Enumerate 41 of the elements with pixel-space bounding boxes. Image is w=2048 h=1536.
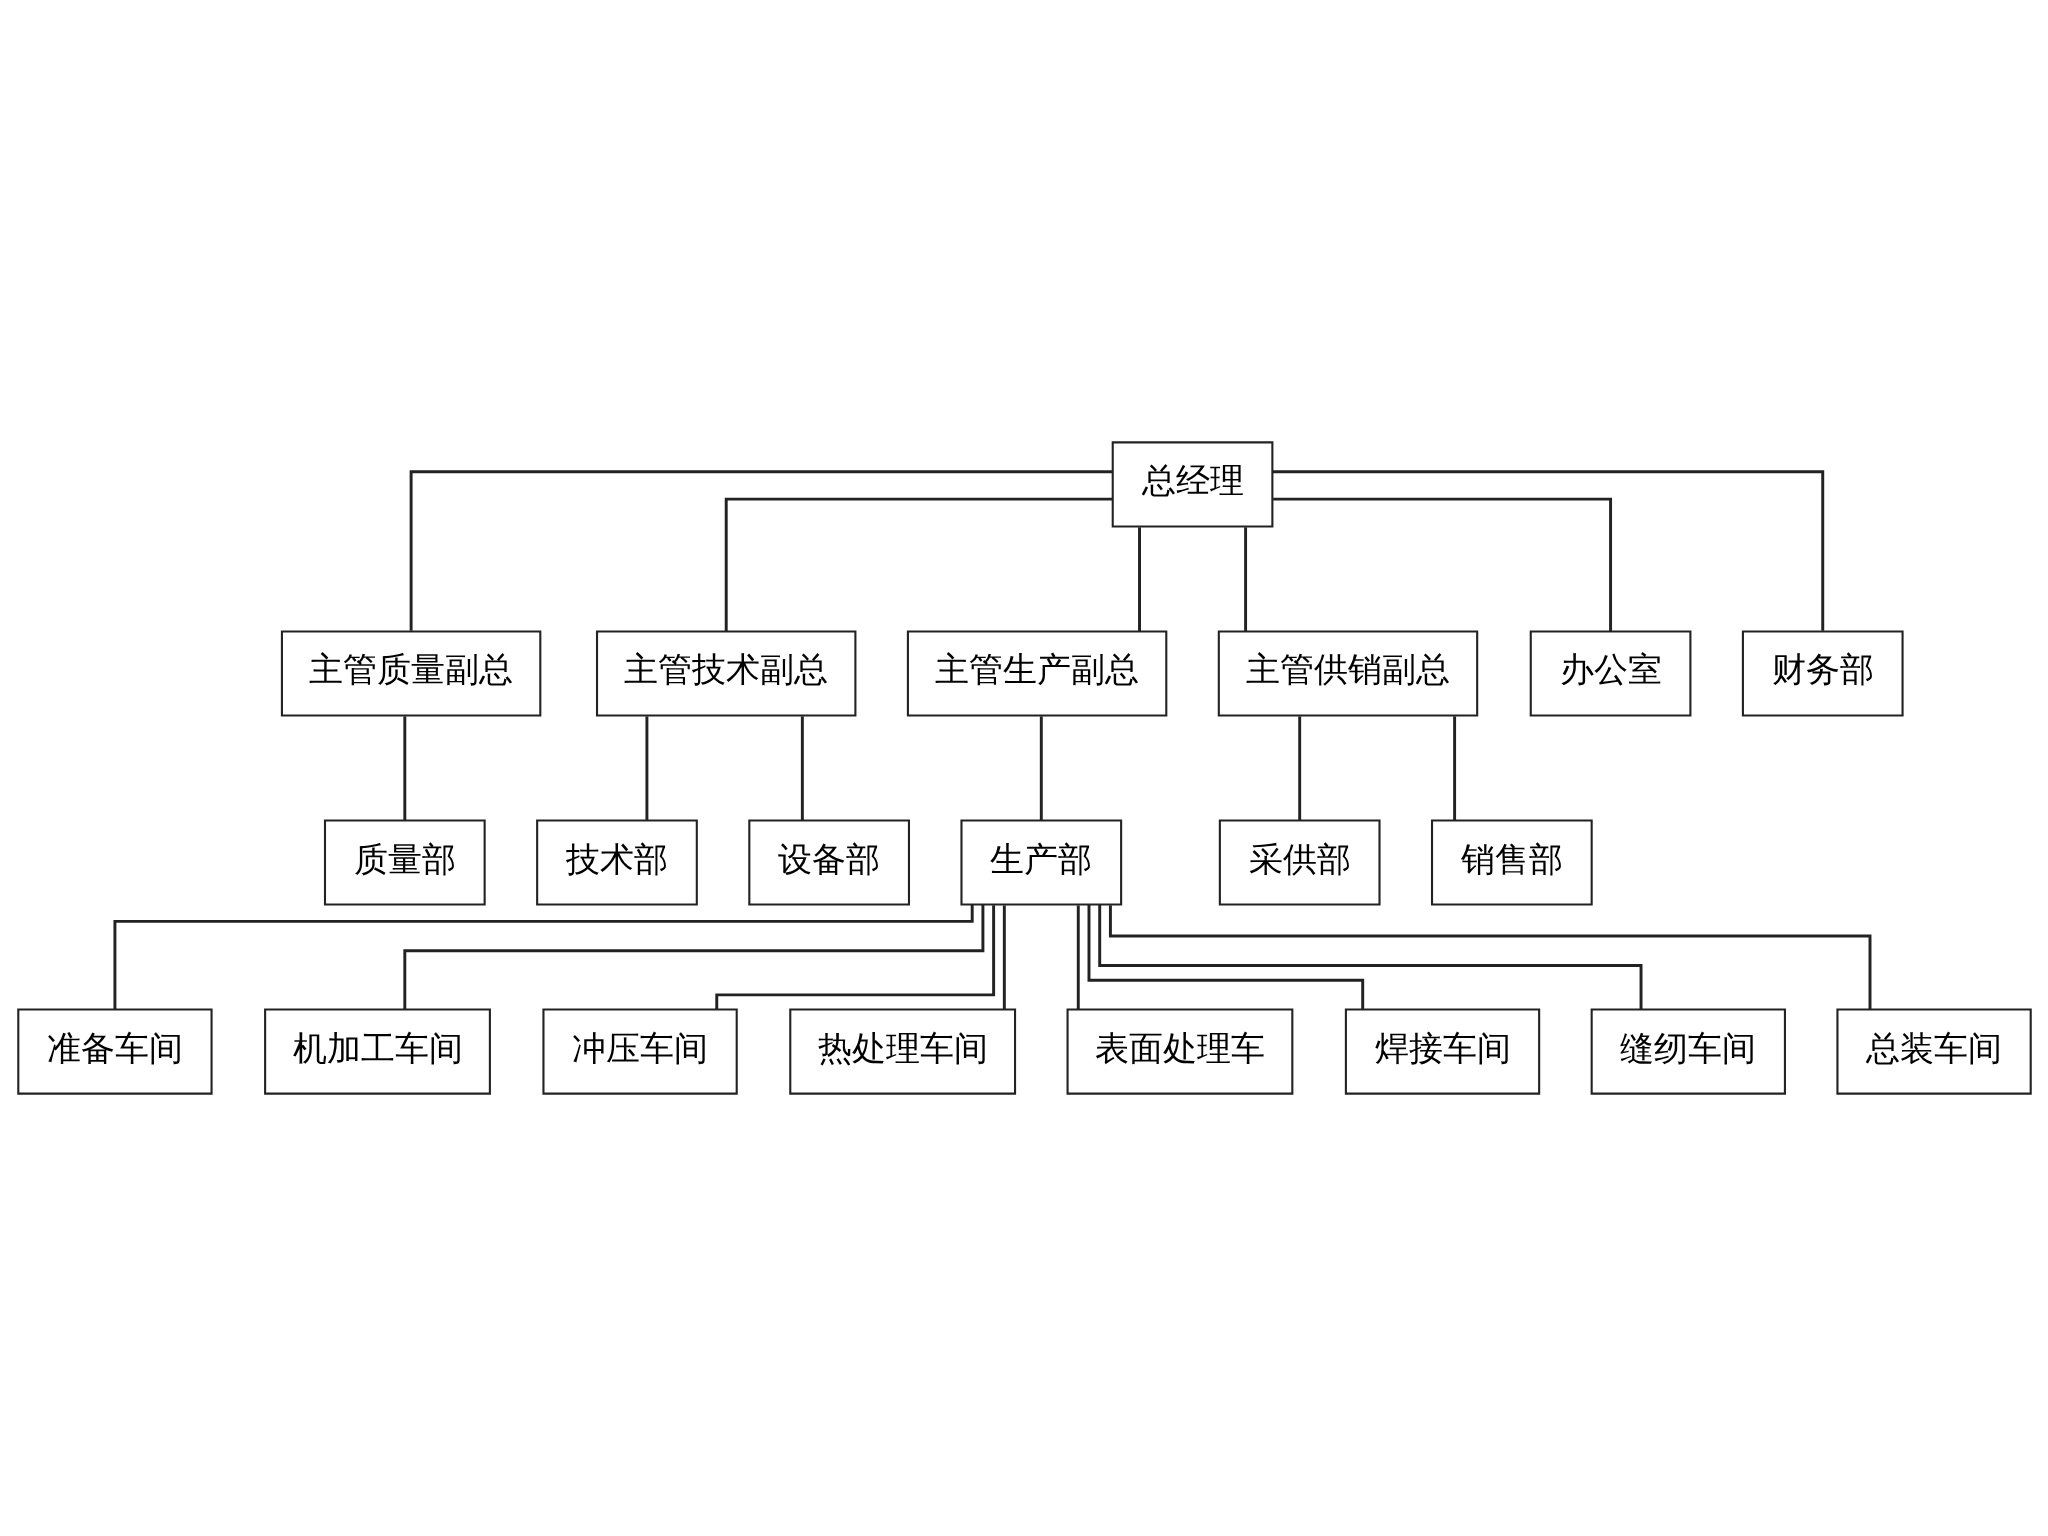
node-box: 财务部 [1741, 630, 1904, 717]
connector [402, 716, 406, 821]
connector [1272, 497, 1612, 632]
connector [112, 904, 974, 1009]
connector [409, 470, 1113, 631]
node-box: 表面处理车 [1066, 1008, 1293, 1095]
connector [1097, 905, 1642, 1010]
node-box: 机加工车间 [263, 1008, 491, 1095]
connector [1002, 905, 1006, 1010]
connector [1039, 716, 1043, 821]
connector [1297, 716, 1301, 821]
node-box: 技术部 [535, 819, 698, 906]
connector [1087, 905, 1364, 1010]
node-box: 热处理车间 [788, 1008, 1016, 1095]
connector [1243, 527, 1247, 632]
node-box: 销售部 [1430, 819, 1593, 906]
node-box: 总装车间 [1835, 1008, 2032, 1095]
connector [402, 904, 984, 1010]
node-box: 生产部 [959, 819, 1122, 906]
connector [1452, 716, 1456, 821]
node-box: 主管供销副总 [1217, 630, 1478, 717]
node-box: 缝纫车间 [1590, 1008, 1786, 1095]
node-box: 主管生产副总 [906, 630, 1167, 717]
node-box: 主管技术副总 [595, 630, 856, 717]
connector [724, 497, 1112, 632]
connector [714, 905, 995, 1010]
node-box: 主管质量副总 [280, 630, 541, 717]
node-box: 办公室 [1529, 630, 1691, 717]
node-box: 焊接车间 [1344, 1008, 1540, 1095]
connector [1108, 905, 1871, 1010]
connector [1272, 470, 1824, 631]
node-box: 采供部 [1218, 819, 1381, 906]
connector [800, 716, 804, 821]
node-box: 设备部 [747, 819, 910, 906]
node-box: 质量部 [323, 819, 486, 906]
node-box: 冲压车间 [541, 1008, 738, 1095]
node-box: 准备车间 [16, 1008, 213, 1095]
connector [1076, 905, 1080, 1010]
connector [1137, 527, 1141, 632]
node-box: 总经理 [1111, 441, 1273, 528]
connector [644, 716, 648, 821]
